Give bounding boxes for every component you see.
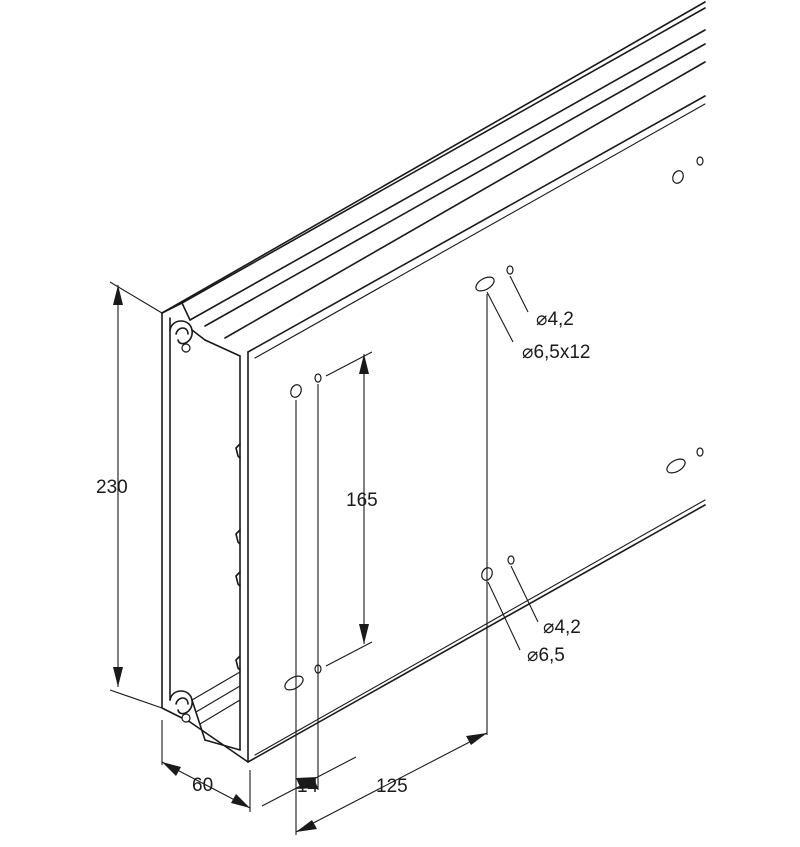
lower-round-hole-label: ⌀6,5 <box>527 645 565 666</box>
side-face <box>247 103 706 763</box>
diameter-symbol-icon: ⌀ <box>543 617 554 638</box>
extension-lines <box>109 275 539 835</box>
end-profile <box>161 302 249 763</box>
top-face <box>161 1 706 353</box>
lower-small-hole-label: ⌀4,2 <box>543 617 581 638</box>
diameter-symbol-icon: ⌀ <box>536 309 547 330</box>
hole-pitch-label: 125 <box>376 776 408 797</box>
upper-slot-label: ⌀6,5x12 <box>522 342 591 363</box>
height-label: 230 <box>96 477 128 498</box>
diameter-symbol-icon: ⌀ <box>527 645 538 666</box>
width-label: 60 <box>192 775 213 796</box>
upper-slot-value: 6,5x12 <box>533 342 590 363</box>
mounting-holes <box>284 156 704 691</box>
edge-offset-label: 14 <box>297 776 319 797</box>
lower-round-hole-value: 6,5 <box>538 645 564 666</box>
lower-small-hole-value: 4,2 <box>554 617 580 638</box>
diameter-symbol-icon: ⌀ <box>522 342 533 363</box>
hole-callouts: ⌀4,2 ⌀6,5x12 ⌀4,2 ⌀6,5 <box>522 309 591 666</box>
upper-small-hole-value: 4,2 <box>547 309 573 330</box>
dimension-lines <box>113 285 488 833</box>
upper-small-hole-label: ⌀4,2 <box>536 309 574 330</box>
dimension-labels: 230 165 60 14 125 <box>96 477 408 797</box>
inner-spacing-label: 165 <box>346 490 378 511</box>
